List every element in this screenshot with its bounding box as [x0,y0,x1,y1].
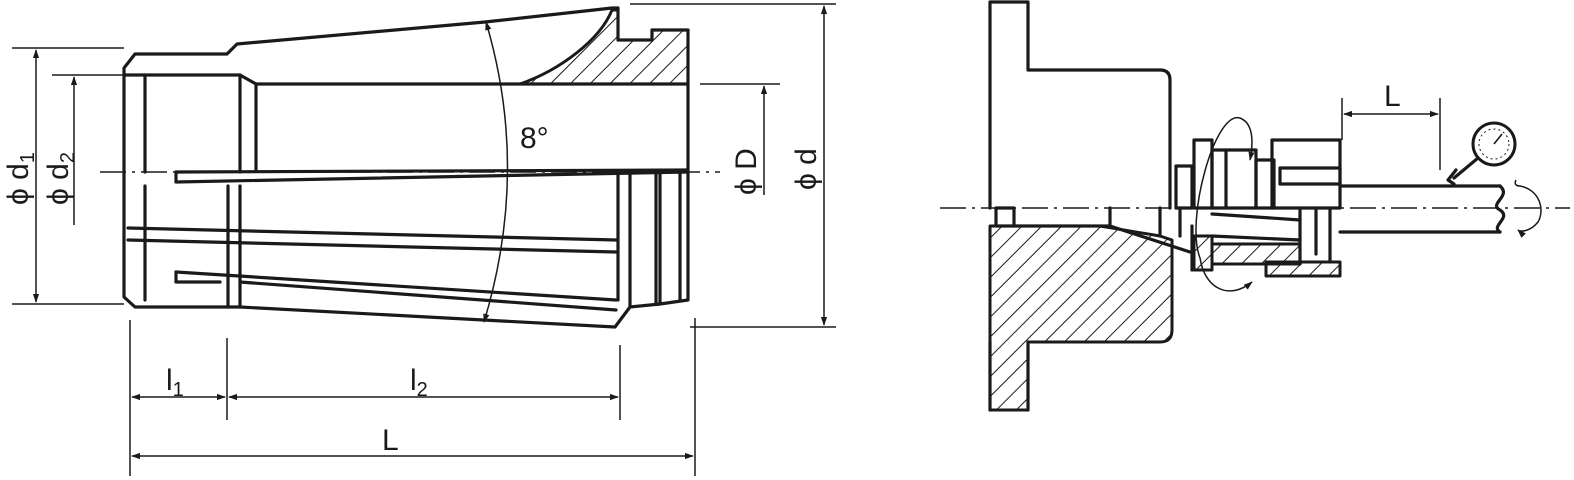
angle-label: 8° [520,122,549,155]
svg-text:ϕ d1: ϕ d1 [2,152,39,205]
dim-d: ϕ d [630,3,836,328]
dim-D: ϕ D [700,83,780,195]
collet-section-hatch [518,8,690,86]
angle-arc [483,21,509,323]
collet-head-lines [122,73,690,309]
dim-L: L [131,424,694,460]
svg-text:ϕ d2: ϕ d2 [42,152,79,205]
setup-dim-L: L [1341,80,1441,170]
dim-d2-label: ϕ d [42,163,75,205]
collet-view: 8° ϕ d1 ϕ d2 ϕ D [2,3,836,476]
dim-l1-label: l [166,364,173,397]
dim-D-label: ϕ D [730,148,763,195]
dim-d1-label: ϕ d [2,163,35,205]
setup-collet [1210,138,1342,266]
collet-nut-section [1192,234,1214,272]
setup-dim-L-label: L [1384,80,1401,113]
svg-text:l1: l1 [166,364,184,401]
dim-L-label: L [382,424,399,457]
spindle-body [988,0,1172,210]
rotation-arrow-icon [1195,117,1542,292]
test-bar [1338,184,1506,234]
dim-l2-label: l [410,364,417,397]
dial-indicator-icon [1446,121,1517,186]
dim-d2: ϕ d2 [42,76,79,225]
setup-view: L [940,0,1570,412]
collet-slots [126,168,690,312]
dim-d1: ϕ d1 [2,49,40,303]
dim-d-label: ϕ d [790,148,823,190]
svg-text:l2: l2 [410,364,428,401]
dim-l2: l2 [228,364,619,401]
collet-groove [616,170,682,309]
spindle-section-hatch [988,224,1174,412]
collet-nut [1174,138,1276,210]
dim-l1: l1 [131,364,226,401]
